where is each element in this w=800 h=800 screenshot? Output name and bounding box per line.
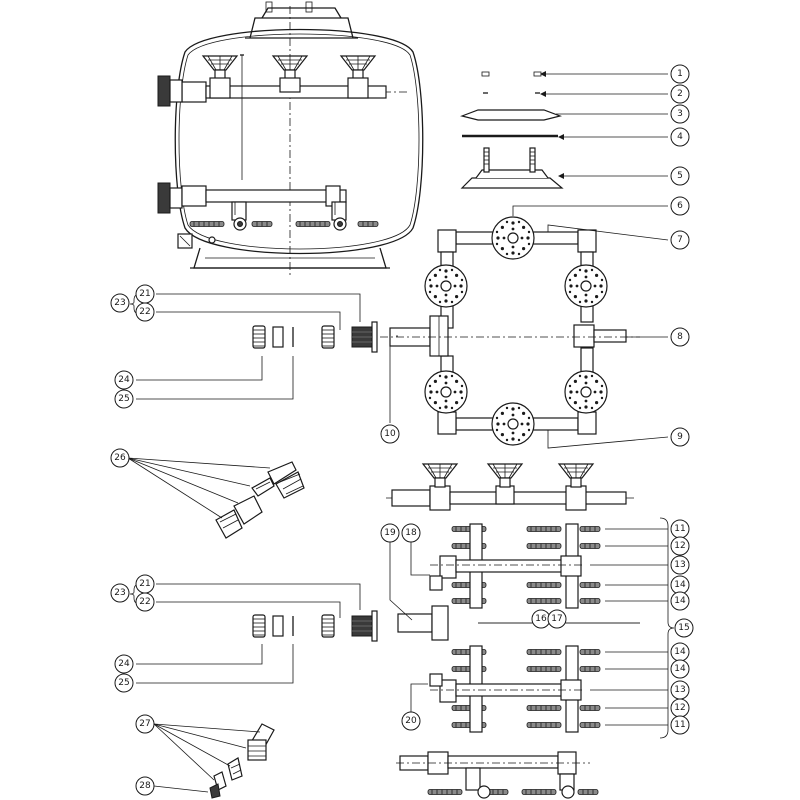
callout-23-upper: 23: [110, 293, 130, 313]
callout-2: 2: [670, 84, 690, 104]
callout-28: 28: [135, 776, 155, 796]
callout-14-c-label: 14: [674, 647, 686, 657]
callout-25-lower-label: 25: [118, 678, 129, 688]
callout-14-a: 14: [670, 575, 690, 595]
filter-tank: [157, 1, 424, 275]
lower-lateral-rows: [429, 645, 601, 733]
callout-14-b-label: 14: [674, 596, 686, 606]
callout-4: 4: [670, 127, 690, 147]
callout-26: 26: [110, 448, 130, 468]
callout-7: 7: [670, 230, 690, 250]
callout-21-lower-label: 21: [139, 579, 150, 589]
callout-13-upper-label: 13: [674, 560, 685, 570]
callout-10-label: 10: [384, 429, 396, 439]
lower-inlet-fittings: [252, 610, 378, 642]
callout-9-label: 9: [677, 432, 683, 442]
callout-18: 18: [401, 523, 421, 543]
callout-24-upper-label: 24: [118, 375, 130, 385]
callout-1: 1: [670, 64, 690, 84]
callout-16: 16: [531, 609, 551, 629]
callout-4-label: 4: [677, 132, 683, 142]
callout-10: 10: [380, 424, 400, 444]
callout-9: 9: [670, 427, 690, 447]
callout-14-c: 14: [670, 642, 690, 662]
callout-6: 6: [670, 196, 690, 216]
callout-5-label: 5: [677, 171, 683, 181]
callout-25-upper-label: 25: [118, 394, 129, 404]
callout-5: 5: [670, 166, 690, 186]
callout-8-label: 8: [677, 332, 683, 342]
callout-11-upper: 11: [670, 519, 690, 539]
callout-23-upper-label: 23: [114, 298, 125, 308]
callout-26-label: 26: [114, 453, 126, 463]
callout-11-upper-label: 11: [674, 524, 685, 534]
callout-7-label: 7: [677, 235, 683, 245]
callout-25-lower: 25: [114, 673, 134, 693]
diffuser-frame-assembly: [380, 216, 640, 446]
callout-22-upper: 22: [135, 302, 155, 322]
callout-20: 20: [401, 711, 421, 731]
callout-13-upper: 13: [670, 555, 690, 575]
callout-12-lower-label: 12: [674, 703, 685, 713]
bottom-collector-assembly: [396, 751, 599, 799]
callout-22-lower-label: 22: [139, 597, 150, 607]
callout-18-label: 18: [405, 528, 417, 538]
callout-12-upper: 12: [670, 536, 690, 556]
callout-19: 19: [380, 523, 400, 543]
callout-3-label: 3: [677, 109, 683, 119]
callout-12-upper-label: 12: [674, 541, 685, 551]
top-dome-parts: [459, 71, 564, 189]
callout-24-lower: 24: [114, 654, 134, 674]
leader-lines: [127, 71, 675, 793]
callout-14-a-label: 14: [674, 580, 686, 590]
callout-23-lower-label: 23: [114, 588, 125, 598]
callout-25-upper: 25: [114, 389, 134, 409]
upper-lateral-rows: [429, 523, 601, 609]
callout-28-label: 28: [139, 781, 151, 791]
callout-15: 15: [674, 618, 694, 638]
callout-19-label: 19: [384, 528, 396, 538]
callout-13-lower-label: 13: [674, 685, 685, 695]
callout-1-label: 1: [677, 69, 683, 79]
callout-22-upper-label: 22: [139, 307, 150, 317]
callout-17: 17: [547, 609, 567, 629]
callout-21-upper-label: 21: [139, 289, 150, 299]
gauge-fittings-26: [215, 461, 305, 539]
callout-12-lower: 12: [670, 698, 690, 718]
callout-22-lower: 22: [135, 592, 155, 612]
callout-11-lower-label: 11: [674, 720, 685, 730]
callout-11-lower: 11: [670, 715, 690, 735]
callout-17-label: 17: [551, 614, 562, 624]
upper-collector-assembly: [386, 463, 636, 511]
drain-fittings-27-28: [209, 723, 275, 799]
callout-13-lower: 13: [670, 680, 690, 700]
callout-2-label: 2: [677, 89, 683, 99]
callout-14-b: 14: [670, 591, 690, 611]
callout-8: 8: [670, 327, 690, 347]
callout-24-lower-label: 24: [118, 659, 130, 669]
callout-15-label: 15: [678, 623, 689, 633]
callout-3: 3: [670, 104, 690, 124]
upper-inlet-fittings: [252, 321, 378, 353]
callout-21-lower: 21: [135, 574, 155, 594]
callout-27-label: 27: [139, 719, 150, 729]
callout-6-label: 6: [677, 201, 683, 211]
callout-23-lower: 23: [110, 583, 130, 603]
callout-16-label: 16: [535, 614, 547, 624]
callout-14-d: 14: [670, 659, 690, 679]
callouts: 1 2 3 4 5 6 7 8 9 10 11 12 13 14 14 15 1…: [110, 64, 694, 796]
callout-21-upper: 21: [135, 284, 155, 304]
callout-24-upper: 24: [114, 370, 134, 390]
callout-27: 27: [135, 714, 155, 734]
callout-20-label: 20: [405, 716, 417, 726]
callout-14-d-label: 14: [674, 664, 686, 674]
